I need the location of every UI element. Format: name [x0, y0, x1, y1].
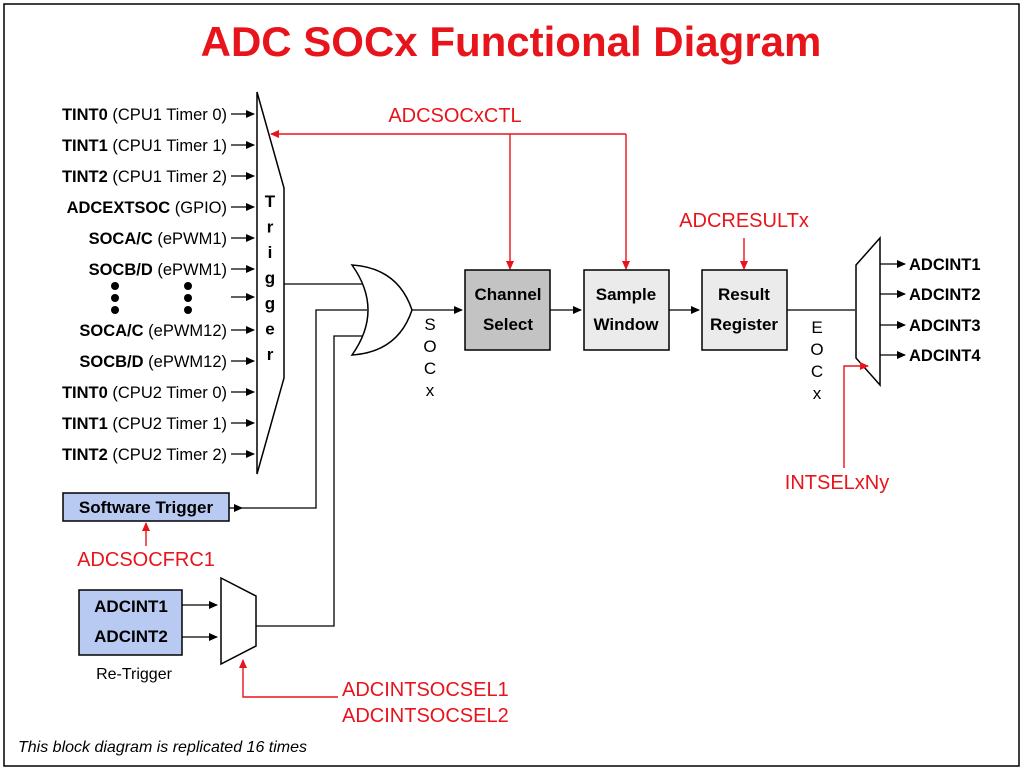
trigger-mux	[256, 91, 285, 475]
channel-select-line1: Channel	[474, 285, 541, 304]
trigger-input-source: (ePWM1)	[153, 261, 227, 279]
socx-label: SOCx	[423, 315, 436, 400]
result-register-line2: Register	[710, 315, 778, 334]
trigger-input-name: SOCA/C	[89, 230, 153, 248]
trigger-letter: g	[265, 269, 275, 288]
retrigger-input-1: ADCINT1	[94, 597, 168, 616]
trigger-input-source: (CPU1 Timer 2)	[108, 168, 227, 186]
trigger-input-name: SOCB/D	[79, 353, 143, 371]
trigger-mux-label: Trigger	[265, 192, 276, 364]
sample-window-block	[583, 269, 670, 351]
trigger-letter: g	[265, 294, 275, 313]
retrigger-box	[78, 589, 183, 656]
trigger-input-label: TINT1 (CPU2 Timer 1)	[62, 415, 227, 433]
footnote: This block diagram is replicated 16 time…	[18, 739, 307, 756]
trigger-input-label: ADCEXTSOC (GPIO)	[67, 199, 227, 217]
channel-select-line2: Select	[483, 315, 533, 334]
eocx-letter: C	[811, 362, 823, 381]
trigger-input-name: TINT1	[62, 415, 108, 433]
trigger-input-name: TINT0	[62, 106, 108, 124]
trigger-input-label: TINT0 (CPU2 Timer 0)	[62, 384, 227, 402]
sample-window-line2: Window	[594, 315, 660, 334]
socx-letter: x	[426, 381, 435, 400]
intselxny-label: INTSELxNy	[785, 472, 889, 494]
retrigger-label: Re-Trigger	[96, 666, 173, 683]
eocx-letter: E	[811, 318, 822, 337]
adcintsocsel2-label: ADCINTSOCSEL2	[342, 705, 509, 727]
trigger-input-name: SOCB/D	[89, 261, 153, 279]
trigger-input-label: SOCB/D (ePWM12)	[79, 353, 227, 371]
eocx-letter: O	[810, 340, 823, 359]
trigger-input-name: TINT0	[62, 384, 108, 402]
socx-letter: C	[424, 359, 436, 378]
trigger-input-source: (CPU2 Timer 0)	[108, 384, 227, 402]
trigger-letter: e	[265, 320, 274, 339]
trigger-input-name: ADCEXTSOC	[67, 199, 171, 217]
trigger-input-label: TINT0 (CPU1 Timer 0)	[62, 106, 227, 124]
trigger-input-source: (ePWM12)	[144, 322, 227, 340]
trigger-input-source: (ePWM1)	[153, 230, 227, 248]
trigger-input-source: (GPIO)	[170, 199, 227, 217]
software-trigger-label: Software Trigger	[79, 498, 214, 517]
trigger-input-source: (CPU2 Timer 2)	[108, 446, 227, 464]
ellipsis-dots	[111, 282, 192, 314]
trigger-input-name: SOCA/C	[79, 322, 143, 340]
adcresultx-label: ADCRESULTx	[679, 210, 809, 232]
trigger-input-list: TINT0 (CPU1 Timer 0)TINT1 (CPU1 Timer 1)…	[62, 106, 255, 464]
adcsocxctl-label: ADCSOCxCTL	[388, 105, 521, 127]
adcsocxctl-arrows	[270, 130, 630, 270]
trigger-input-name: TINT2	[62, 446, 108, 464]
page-title: ADC SOCx Functional Diagram	[201, 18, 822, 65]
trigger-input-source: (CPU1 Timer 0)	[108, 106, 227, 124]
trigger-input-label: SOCB/D (ePWM1)	[89, 261, 227, 279]
trigger-letter: r	[267, 218, 274, 237]
outer-border	[3, 3, 1020, 767]
retrigger-input-2: ADCINT2	[94, 627, 168, 646]
trigger-input-label: TINT2 (CPU2 Timer 2)	[62, 446, 227, 464]
channel-select-block	[464, 269, 551, 351]
software-trigger-box	[62, 492, 230, 522]
output-label: ADCINT4	[909, 347, 981, 365]
trigger-letter: r	[267, 345, 274, 364]
or-gate	[350, 264, 413, 356]
result-register-block	[701, 269, 788, 351]
trigger-input-name: TINT2	[62, 168, 108, 186]
output-label: ADCINT1	[909, 256, 981, 274]
or-gate-wires	[242, 283, 367, 627]
output-label: ADCINT3	[909, 317, 981, 335]
trigger-input-source: (ePWM12)	[144, 353, 227, 371]
eocx-letter: x	[813, 384, 822, 403]
trigger-input-label: SOCA/C (ePWM1)	[89, 230, 227, 248]
trigger-input-name: TINT1	[62, 137, 108, 155]
adcintsocsel1-label: ADCINTSOCSEL1	[342, 679, 509, 701]
adcintsocsel-arrow	[239, 659, 338, 698]
trigger-letter: T	[265, 192, 276, 211]
trigger-input-source: (CPU2 Timer 1)	[108, 415, 227, 433]
retrigger-mux	[220, 576, 257, 666]
sample-window-line1: Sample	[596, 285, 656, 304]
intselxny-arrow	[843, 362, 869, 468]
result-register-line1: Result	[718, 285, 770, 304]
trigger-input-label: TINT1 (CPU1 Timer 1)	[62, 137, 227, 155]
trigger-input-source: (CPU1 Timer 1)	[108, 137, 227, 155]
socx-letter: O	[423, 337, 436, 356]
trigger-input-label: SOCA/C (ePWM12)	[79, 322, 227, 340]
adcsocfrc1-label: ADCSOCFRC1	[77, 549, 215, 571]
output-demux	[855, 236, 881, 387]
trigger-input-label: TINT2 (CPU1 Timer 2)	[62, 168, 227, 186]
socx-letter: S	[424, 315, 435, 334]
trigger-letter: i	[268, 243, 273, 262]
output-label: ADCINT2	[909, 286, 981, 304]
